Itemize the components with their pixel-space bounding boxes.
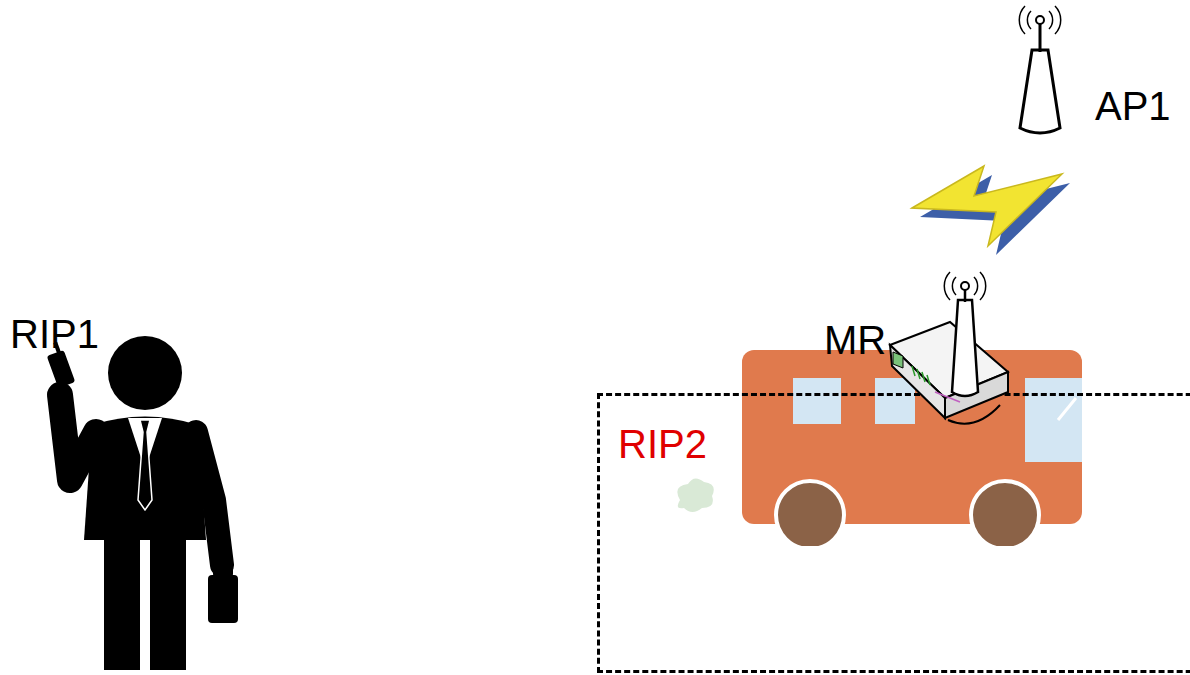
access-point-icon — [1019, 6, 1060, 133]
person-icon — [47, 336, 238, 670]
device-label: MR — [824, 320, 886, 360]
router-icon — [890, 272, 1008, 424]
wireless-link-bolt — [912, 166, 1070, 255]
dashed-region: RIP2 — [597, 393, 1190, 673]
device-label: AP1 — [1095, 86, 1171, 126]
region-label: RIP2 — [618, 424, 707, 464]
bus-icon — [677, 350, 1082, 549]
device-label: RIP1 — [10, 314, 99, 354]
